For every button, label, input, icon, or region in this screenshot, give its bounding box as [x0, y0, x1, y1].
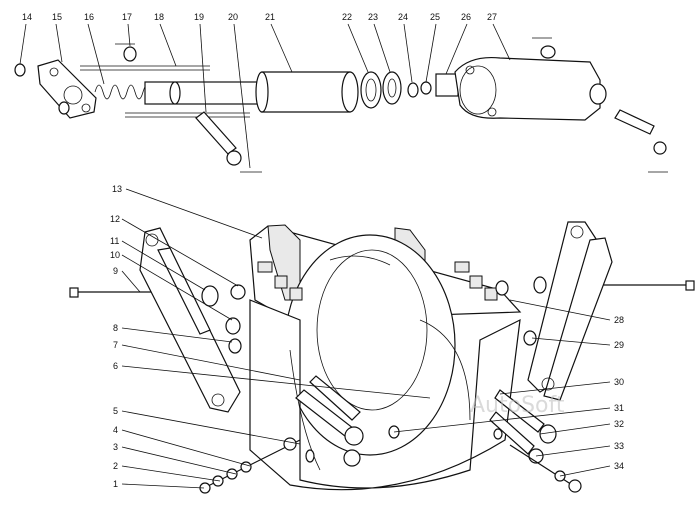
watermark: AutoSoft [470, 393, 565, 418]
callout-30: 30 [614, 377, 624, 387]
callout-13: 13 [112, 184, 122, 194]
leader-lines [19, 23, 611, 489]
callout-10: 10 [110, 250, 120, 260]
flange-plate-15 [37, 59, 97, 119]
callout-2: 2 [113, 461, 118, 471]
callout-28: 28 [614, 315, 624, 325]
cylinder-body-27 [454, 56, 601, 121]
cylinder-assembly [14, 37, 668, 173]
callout-5: 5 [113, 406, 118, 416]
ring-22 [360, 71, 382, 109]
callout-16: 16 [84, 12, 94, 22]
housing-ring [284, 234, 456, 456]
callout-9: 9 [113, 266, 118, 276]
callout-33: 33 [614, 441, 624, 451]
callout-15: 15 [52, 12, 62, 22]
callout-labels: 14 15 16 17 18 19 20 21 22 23 24 25 26 2… [22, 12, 624, 489]
left-arm-12 [139, 227, 241, 413]
callout-26: 26 [461, 12, 471, 22]
callout-4: 4 [113, 425, 118, 435]
callout-29: 29 [614, 340, 624, 350]
callout-18: 18 [154, 12, 164, 22]
sleeve-21 [261, 71, 351, 113]
housing-body [249, 299, 521, 491]
housing-assembly [69, 221, 695, 494]
callout-20: 20 [228, 12, 238, 22]
callout-24: 24 [398, 12, 408, 22]
callout-23: 23 [368, 12, 378, 22]
callout-31: 31 [614, 403, 624, 413]
callout-32: 32 [614, 419, 624, 429]
callout-11: 11 [110, 236, 119, 246]
callout-17: 17 [122, 12, 132, 22]
callout-34: 34 [614, 461, 624, 471]
callout-14: 14 [22, 12, 32, 22]
callout-21: 21 [265, 12, 275, 22]
callout-22: 22 [342, 12, 352, 22]
nut-14 [14, 63, 26, 77]
ring-23 [382, 71, 402, 105]
callout-7: 7 [113, 340, 118, 350]
callout-3: 3 [113, 442, 118, 452]
callout-12: 12 [110, 214, 120, 224]
callout-1: 1 [113, 479, 118, 489]
callout-25: 25 [430, 12, 440, 22]
callout-19: 19 [194, 12, 204, 22]
callout-8: 8 [113, 323, 118, 333]
callout-27: 27 [487, 12, 497, 22]
callout-6: 6 [113, 361, 118, 371]
